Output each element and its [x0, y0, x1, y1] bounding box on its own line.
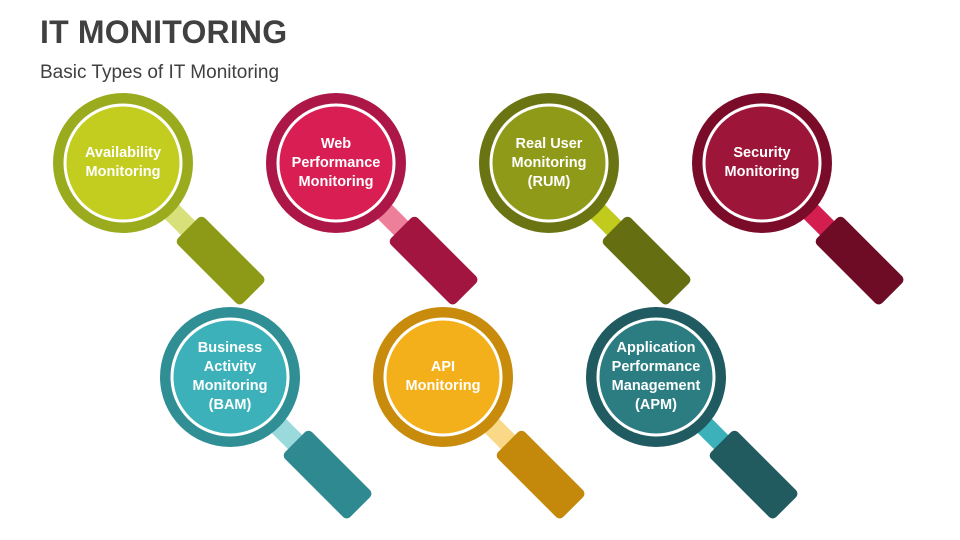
lens-label-line: Monitoring [511, 154, 587, 171]
magnifier-handle [283, 430, 372, 519]
magnifier-lens [276, 103, 396, 223]
lens-label-line: Web [320, 135, 352, 152]
page-subtitle: Basic Types of IT Monitoring [40, 62, 280, 83]
magnifier-handle [389, 216, 478, 305]
magnifier-graphic [53, 93, 265, 305]
magnifier-lens [702, 103, 822, 223]
magnifier-lens [489, 103, 609, 223]
magnifier-graphic [692, 93, 904, 305]
lens-label-line: Monitoring [192, 378, 268, 394]
lens-label-line: (BAM) [208, 397, 252, 413]
lens-label-line: Monitoring [724, 164, 800, 180]
magnifier-api: API Monitoring [371, 305, 631, 525]
lens-label-line: Real User [515, 135, 583, 152]
lens-label-line: Monitoring [405, 378, 481, 394]
lens-label-line: Performance [291, 154, 381, 171]
lens-label-line: API [430, 359, 456, 375]
magnifier-lens [596, 317, 716, 437]
lens-label-line: Availability [84, 145, 162, 161]
lens-label-line: Application [616, 340, 696, 356]
magnifier-graphic [373, 307, 585, 519]
magnifier-handle [602, 216, 691, 305]
magnifier-handle [709, 430, 798, 519]
magnifier-graphic [479, 93, 691, 305]
lens-label-line: Business [197, 340, 263, 356]
lens-label-line: (RUM) [527, 173, 571, 190]
lens-label-line: Performance [611, 359, 701, 375]
magnifier-graphic [586, 307, 798, 519]
lens-label-line: Activity [203, 359, 257, 375]
magnifier-handle [815, 216, 904, 305]
magnifier-graphic [160, 307, 372, 519]
lens-label-line: Management [611, 378, 701, 394]
magnifier-lens [170, 317, 290, 437]
magnifier-handle [176, 216, 265, 305]
lens-label-api: API Monitoring [389, 323, 497, 431]
lens-label-line: Monitoring [85, 164, 161, 180]
magnifier-lens [383, 317, 503, 437]
page-title: IT MONITORING [40, 14, 288, 50]
lens-label-line: Monitoring [298, 173, 374, 190]
magnifier-graphic [266, 93, 478, 305]
magnifier-handle [496, 430, 585, 519]
lens-label-line: Security [733, 145, 791, 161]
magnifier-lens [63, 103, 183, 223]
lens-label-line: (APM) [635, 397, 677, 413]
